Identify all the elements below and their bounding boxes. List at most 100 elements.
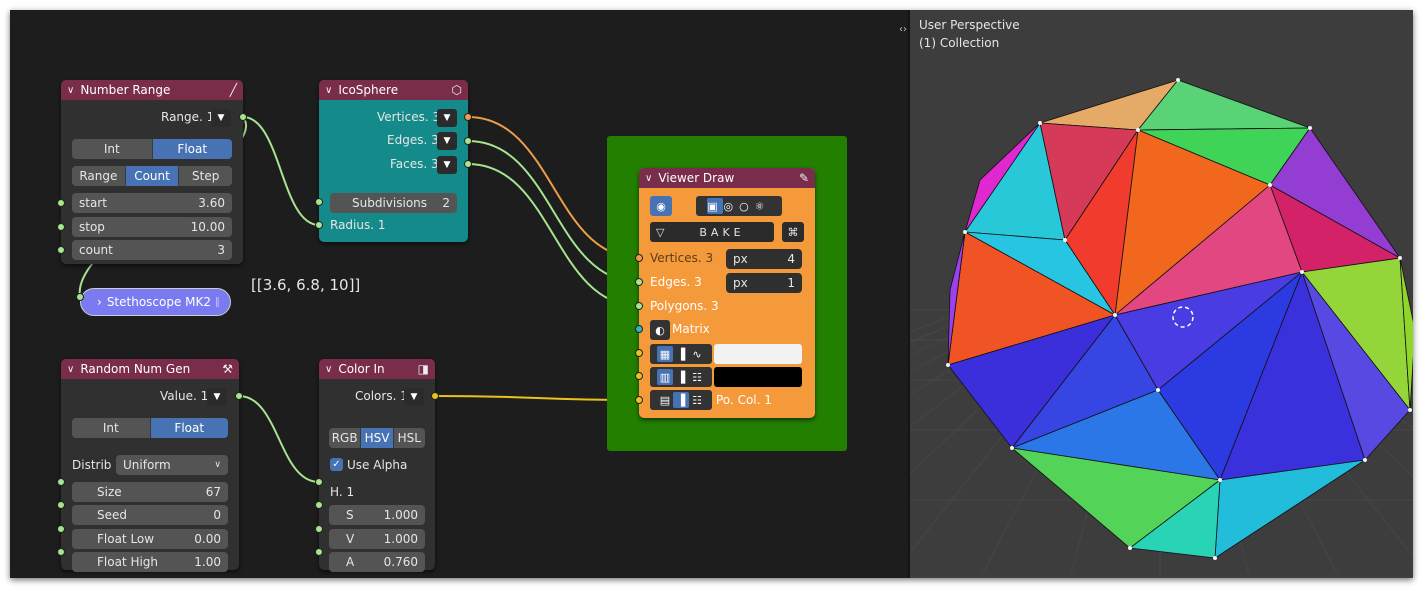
chevron-right-icon[interactable]: › [97, 295, 102, 309]
collapse-chevron-icon[interactable]: ∨ [67, 363, 75, 375]
seed-field[interactable]: Seed 0 [72, 505, 228, 525]
link-colors-to-polygon-color[interactable] [434, 395, 640, 401]
matrix-icon[interactable]: ◐ [650, 320, 670, 340]
socket-edge-color-in[interactable] [635, 372, 643, 380]
polygon-paint-icon[interactable]: ▐ [673, 392, 689, 408]
collapse-chevron-icon[interactable]: ∨ [67, 84, 75, 96]
mode-int-button[interactable]: Int [72, 139, 153, 159]
grip-icon[interactable]: ∥ [215, 296, 220, 308]
collapse-chevron-icon[interactable]: ∨ [645, 172, 653, 184]
socket-seed-in[interactable] [57, 501, 65, 509]
node-number-range[interactable]: ∨ Number Range ╱ Range. 1 ▼ Int Float Ra… [61, 80, 243, 264]
node-header[interactable]: ∨ Random Num Gen ⚒ [61, 359, 239, 379]
vertex-curve-icon[interactable]: ∿ [692, 347, 702, 361]
output-dropdown-arrow-icon[interactable]: ▼ [207, 388, 227, 406]
socket-vertices-out[interactable] [464, 113, 472, 121]
node-header[interactable]: ∨ Number Range ╱ [61, 80, 243, 100]
stop-field[interactable]: stop 10.00 [72, 217, 232, 237]
socket-matrix-in[interactable] [635, 325, 643, 333]
edge-color-swatch[interactable] [714, 367, 802, 387]
socket-subdivisions-in[interactable] [315, 198, 323, 206]
collapse-region-icon[interactable]: ‹› [899, 24, 907, 35]
collapse-chevron-icon[interactable]: ∨ [325, 84, 333, 96]
node-editor[interactable]: ∨ Number Range ╱ Range. 1 ▼ Int Float Ra… [10, 10, 908, 578]
output-dropdown-arrow-icon[interactable]: ▼ [404, 388, 424, 406]
edge-mesh-icon[interactable]: ☷ [692, 370, 702, 384]
float-high-field[interactable]: Float High 1.00 [72, 552, 228, 572]
socket-v-in[interactable] [315, 525, 323, 533]
subdivisions-field[interactable]: Subdivisions 2 [330, 193, 457, 213]
vertex-grid-icon[interactable]: ▦ [657, 346, 673, 362]
socket-edges-out[interactable] [464, 137, 472, 145]
method-count-button[interactable]: Count [125, 166, 180, 186]
edge-width-field[interactable]: px 1 [726, 273, 802, 293]
socket-faces-out[interactable] [464, 160, 472, 168]
node-stethoscope[interactable]: › Stethoscope MK2 ∥ [80, 288, 231, 316]
vertex-paint-icon[interactable]: ▐ [676, 347, 686, 361]
edge-grid-icon[interactable]: ▥ [657, 369, 673, 385]
socket-range-out[interactable] [239, 113, 247, 121]
float-low-field[interactable]: Float Low 0.00 [72, 529, 228, 549]
socket-start-in[interactable] [57, 199, 65, 207]
socket-radius-in[interactable] [315, 221, 323, 229]
socket-polygons-in[interactable] [635, 302, 643, 310]
faces-dropdown-arrow-icon[interactable]: ▼ [437, 156, 457, 174]
output-dropdown-arrow-icon[interactable]: ▼ [211, 109, 231, 127]
edge-color-toggles[interactable]: ▥ ▐ ☷ [650, 367, 712, 387]
vertex-color-toggles[interactable]: ▦ ▐ ∿ [650, 344, 712, 364]
collapse-chevron-icon[interactable]: ∨ [325, 363, 333, 375]
socket-s-in[interactable] [315, 501, 323, 509]
socket-value-out[interactable] [235, 392, 243, 400]
mode-float-button[interactable]: Float [152, 139, 232, 159]
socket-h-in[interactable] [315, 478, 323, 486]
cube-icon[interactable]: ▣ [707, 198, 724, 214]
use-alpha-checkbox[interactable]: ✓ [330, 458, 343, 471]
bake-options-icon[interactable]: ⌘ [782, 222, 804, 242]
vertex-size-field[interactable]: px 4 [726, 249, 802, 269]
mode-hsl-button[interactable]: HSL [393, 428, 425, 448]
socket-stop-in[interactable] [57, 223, 65, 231]
socket-float-high-in[interactable] [57, 548, 65, 556]
display-mode-toggles[interactable]: ▣◎○⚛ [696, 196, 782, 216]
node-color-in[interactable]: ∨ Color In ◨ Colors. 1 ▼ RGB HSV HSL ✓ U… [319, 359, 435, 572]
start-field[interactable]: start 3.60 [72, 193, 232, 213]
link-range-to-radius[interactable] [242, 116, 320, 226]
node-icosphere[interactable]: ∨ IcoSphere ⬡ Vertices. 3 ▼ Edges. 3 ▼ F… [319, 80, 468, 242]
socket-float-low-in[interactable] [57, 525, 65, 533]
bake-button[interactable]: ▽ BAKE [650, 222, 774, 242]
socket-stethoscope-in[interactable] [76, 293, 84, 301]
show-eye-icon[interactable]: ◉ [650, 196, 672, 216]
polygon-square-icon[interactable]: ▤ [659, 393, 671, 407]
socket-a-in[interactable] [315, 548, 323, 556]
socket-colors-out[interactable] [431, 392, 439, 400]
edges-dropdown-arrow-icon[interactable]: ▼ [437, 132, 457, 150]
socket-vertex-color-in[interactable] [635, 349, 643, 357]
vertices-dropdown-arrow-icon[interactable]: ▼ [437, 109, 457, 127]
method-step-button[interactable]: Step [179, 166, 232, 186]
node-random-num-gen[interactable]: ∨ Random Num Gen ⚒ Value. 1 ▼ Int Float … [61, 359, 239, 572]
socket-size-in[interactable] [57, 478, 65, 486]
edge-paint-icon[interactable]: ▐ [676, 370, 686, 384]
mode-rgb-button[interactable]: RGB [329, 428, 362, 448]
socket-edges-in[interactable] [635, 278, 643, 286]
mode-hsv-button[interactable]: HSV [361, 428, 394, 448]
node-header[interactable]: ∨ Viewer Draw ✎ [639, 168, 815, 188]
mode-int-button[interactable]: Int [72, 418, 151, 438]
count-field[interactable]: count 3 [72, 240, 232, 260]
socket-count-in[interactable] [57, 246, 65, 254]
mode-float-button[interactable]: Float [150, 418, 228, 438]
s-field[interactable]: S 1.000 [329, 505, 425, 525]
socket-vertices-in[interactable] [635, 254, 643, 262]
polygon-color-toggles[interactable]: ▤ ▐ ☷ [650, 390, 712, 410]
socket-polygon-color-in[interactable] [635, 396, 643, 404]
distrib-select[interactable]: Uniform ∨ [116, 455, 228, 475]
v-field[interactable]: V 1.000 [329, 529, 425, 549]
link-value-to-h[interactable] [238, 395, 320, 483]
size-field[interactable]: Size 67 [72, 482, 228, 502]
area-divider[interactable] [908, 10, 910, 578]
node-header[interactable]: ∨ Color In ◨ [319, 359, 435, 379]
node-viewer-draw[interactable]: ∨ Viewer Draw ✎ ◉ ▣◎○⚛ ▽ BAKE ⌘ Vertices… [639, 168, 815, 418]
node-header[interactable]: ∨ IcoSphere ⬡ [319, 80, 468, 100]
polygon-mesh-icon[interactable]: ☷ [692, 393, 702, 407]
3d-viewport[interactable]: User Perspective (1) Collection [910, 10, 1413, 578]
